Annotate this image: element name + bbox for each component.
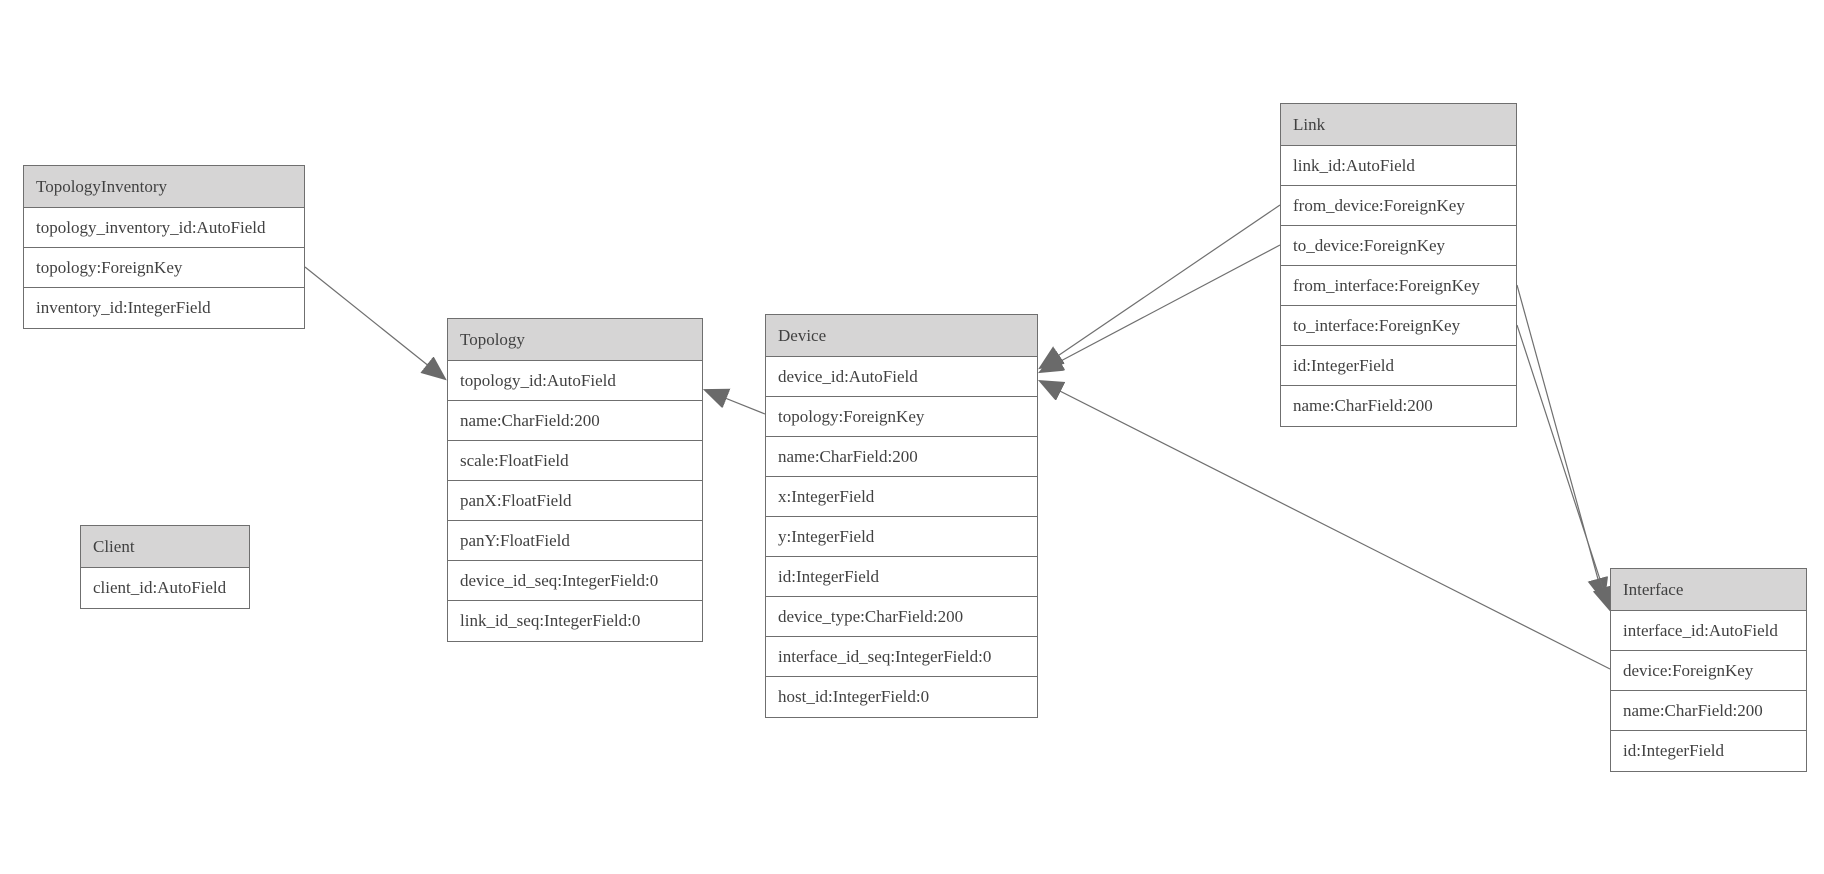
edge-topologyinventory-topology-to-topology xyxy=(304,266,445,379)
entity-field-row: from_device:ForeignKey xyxy=(1281,186,1516,226)
entity-field-row: topology_inventory_id:AutoField xyxy=(24,208,304,248)
edge-link-from_interface-to-interface xyxy=(1516,284,1604,601)
entity-field-row: to_device:ForeignKey xyxy=(1281,226,1516,266)
entity-client: Client client_id:AutoField xyxy=(80,525,250,609)
entity-field-row: device_id:AutoField xyxy=(766,357,1037,397)
entity-field-row: to_interface:ForeignKey xyxy=(1281,306,1516,346)
entity-field-row: inventory_id:IntegerField xyxy=(36,298,211,317)
entity-field-row: topology:ForeignKey xyxy=(24,248,304,288)
entity-field-row: name:CharField:200 xyxy=(448,401,702,441)
entity-field-row: device:ForeignKey xyxy=(1611,651,1806,691)
entity-title: Link xyxy=(1281,104,1516,146)
entity-field-row: id:IntegerField xyxy=(1281,346,1516,386)
entity-field-row: client_id:AutoField xyxy=(93,578,227,597)
entity-field-row: name:CharField:200 xyxy=(1293,396,1433,415)
entity-field-row: link_id:AutoField xyxy=(1281,146,1516,186)
edge-device-topology-to-topology xyxy=(705,390,766,415)
relationship-edges xyxy=(304,204,1611,670)
entity-field-row: topology:ForeignKey xyxy=(766,397,1037,437)
entity-field-row: y:IntegerField xyxy=(766,517,1037,557)
entity-field-row: host_id:IntegerField:0 xyxy=(778,687,930,706)
edge-link-to_interface-to-interface xyxy=(1516,324,1610,610)
entity-field-row: from_interface:ForeignKey xyxy=(1281,266,1516,306)
entity-title: Topology xyxy=(448,319,702,361)
entity-field-row: name:CharField:200 xyxy=(1611,691,1806,731)
entity-title: Client xyxy=(81,526,249,568)
edge-interface-device-to-device xyxy=(1040,381,1611,670)
entity-field-row: device_id_seq:IntegerField:0 xyxy=(448,561,702,601)
entity-field-row: link_id_seq:IntegerField:0 xyxy=(460,611,641,630)
entity-title: TopologyInventory xyxy=(24,166,304,208)
entity-field-row: topology_id:AutoField xyxy=(448,361,702,401)
entity-field-row: interface_id:AutoField xyxy=(1611,611,1806,651)
entity-field-row: panY:FloatField xyxy=(448,521,702,561)
entity-field-row: id:IntegerField xyxy=(766,557,1037,597)
edge-link-to_device-to-device xyxy=(1040,244,1281,372)
entity-title: Device xyxy=(766,315,1037,357)
entity-field-row: panX:FloatField xyxy=(448,481,702,521)
entity-field-row: device_type:CharField:200 xyxy=(766,597,1037,637)
entity-field-row: name:CharField:200 xyxy=(766,437,1037,477)
entity-field-row: scale:FloatField xyxy=(448,441,702,481)
edge-link-from_device-to-device xyxy=(1040,204,1281,368)
entity-field-row: id:IntegerField xyxy=(1623,741,1725,760)
entity-field-row: x:IntegerField xyxy=(766,477,1037,517)
entity-field-row: interface_id_seq:IntegerField:0 xyxy=(766,637,1037,677)
entity-title: Interface xyxy=(1611,569,1806,611)
